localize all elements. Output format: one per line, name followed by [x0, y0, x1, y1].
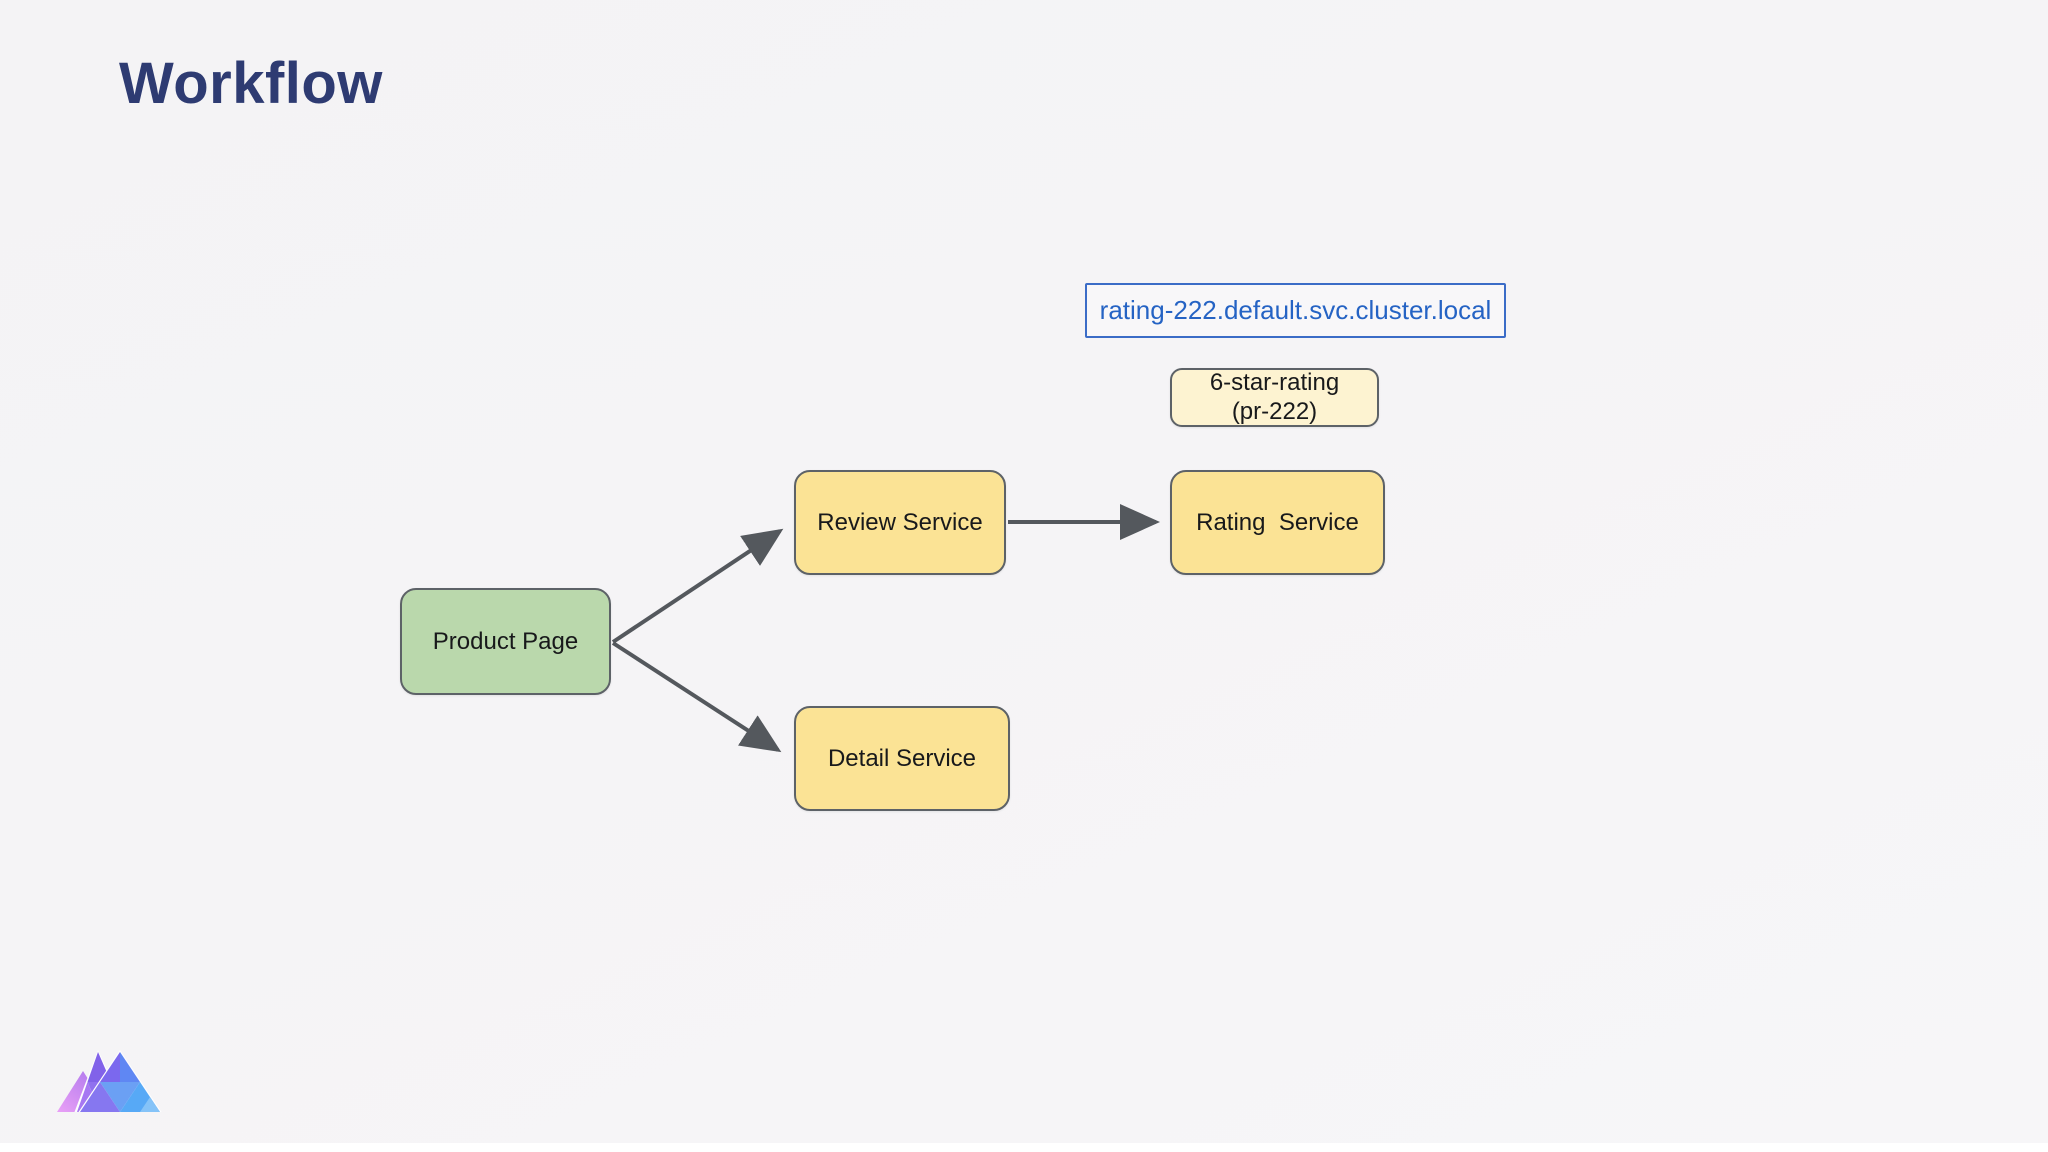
page-title: Workflow [119, 51, 383, 116]
node-review-service: Review Service [794, 470, 1006, 575]
pr-badge-line2: (pr-222) [1231, 397, 1318, 425]
bottom-edge-strip [0, 1143, 2048, 1152]
node-rating-service: Rating Service [1170, 470, 1385, 575]
triangle-m-logo-icon [57, 1050, 162, 1112]
service-url-text: rating-222.default.svc.cluster.local [1099, 295, 1492, 325]
edge-product-to-review [611, 528, 784, 644]
node-label: Detail Service [827, 744, 977, 772]
edge-product-to-detail [611, 641, 782, 753]
node-detail-service: Detail Service [794, 706, 1010, 811]
node-product-page: Product Page [400, 588, 611, 695]
node-label: Rating Service [1196, 508, 1359, 536]
service-url-box: rating-222.default.svc.cluster.local [1085, 283, 1506, 338]
node-label: Product Page [432, 627, 579, 655]
node-label: Review Service [817, 508, 983, 536]
pr-version-badge: 6-star-rating (pr-222) [1170, 368, 1379, 427]
pr-badge-line1: 6-star-rating [1209, 368, 1340, 396]
